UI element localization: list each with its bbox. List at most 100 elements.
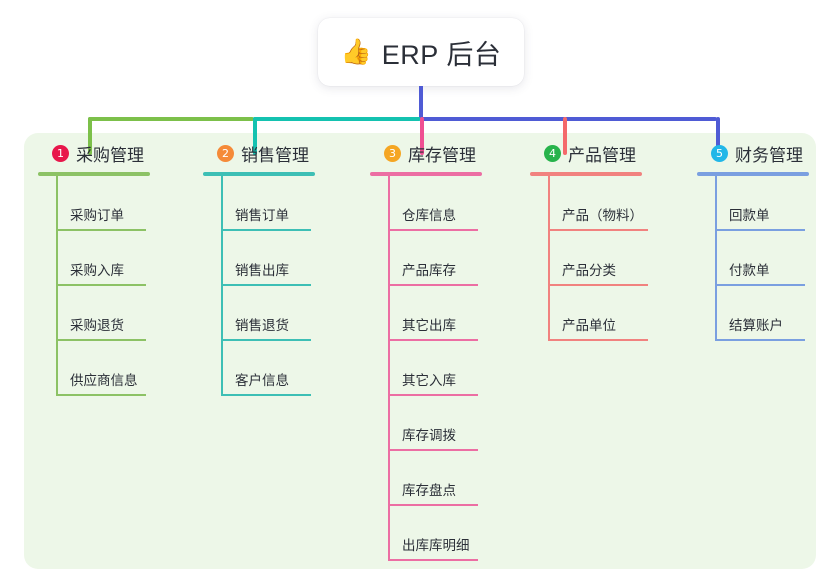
list-item-rule [550, 229, 648, 231]
column-title-purchase: 采购管理 [76, 145, 144, 165]
column-title-product: 产品管理 [568, 145, 636, 165]
column-items-purchase: 采购订单采购入库采购退货供应商信息 [38, 176, 150, 396]
list-item-rule [58, 339, 146, 341]
root-node-title: ERP 后台 [381, 39, 502, 70]
list-item[interactable]: 客户信息 [221, 341, 315, 396]
list-item-rule [390, 229, 478, 231]
column-badge-product: 4 [544, 144, 561, 162]
column-product: 4 产品管理产品（物料） 产品分类产品单位 [530, 140, 648, 341]
column-spine-inventory [388, 176, 390, 561]
root-node-card[interactable]: 👍 ERP 后台 [318, 18, 524, 86]
list-item-rule [390, 559, 478, 561]
list-item[interactable]: 采购退货 [56, 286, 150, 341]
column-spine-product [548, 176, 550, 341]
list-item-label: 回款单 [729, 208, 770, 223]
list-item-label: 采购入库 [70, 263, 124, 278]
list-item[interactable]: 出库库明细 [388, 506, 482, 561]
list-item[interactable]: 产品单位 [548, 286, 648, 341]
list-item-label: 销售出库 [235, 263, 289, 278]
list-item-label: 其它入库 [402, 373, 456, 388]
drop-inventory [420, 117, 424, 155]
list-item[interactable]: 产品（物料） [548, 176, 648, 231]
list-item[interactable]: 产品库存 [388, 231, 482, 286]
column-header-rule-sales [203, 172, 315, 176]
column-spine-purchase [56, 176, 58, 396]
list-item[interactable]: 销售出库 [221, 231, 315, 286]
column-badge-inventory: 3 [384, 144, 401, 162]
column-items-product: 产品（物料） 产品分类产品单位 [530, 176, 648, 341]
list-item-label: 结算账户 [729, 318, 783, 333]
drop-sales [253, 117, 257, 155]
column-badge-sales: 2 [217, 144, 234, 162]
list-item-label: 供应商信息 [70, 373, 138, 388]
column-purchase: 1 采购管理采购订单采购入库采购退货供应商信息 [38, 140, 150, 396]
list-item-rule [717, 284, 805, 286]
list-item[interactable]: 供应商信息 [56, 341, 150, 396]
list-item[interactable]: 仓库信息 [388, 176, 482, 231]
list-item-label: 产品单位 [562, 318, 616, 333]
list-item-rule [58, 284, 146, 286]
list-item-label: 其它出库 [402, 318, 456, 333]
list-item-rule [58, 394, 146, 396]
column-header-purchase[interactable]: 1 采购管理 [38, 140, 150, 166]
column-title-inventory: 库存管理 [408, 145, 476, 165]
list-item-label: 出库库明细 [402, 538, 470, 553]
segment-teal [253, 117, 421, 121]
list-item-rule [223, 284, 311, 286]
list-item-label: 采购退货 [70, 318, 124, 333]
column-badge-purchase: 1 [52, 144, 69, 162]
list-item-label: 库存调拨 [402, 428, 456, 443]
connector-stem [419, 86, 423, 119]
list-item[interactable]: 其它出库 [388, 286, 482, 341]
column-header-rule-finance [697, 172, 809, 176]
list-item[interactable]: 产品分类 [548, 231, 648, 286]
column-header-inventory[interactable]: 3 库存管理 [370, 140, 482, 166]
column-title-sales: 销售管理 [241, 145, 309, 165]
column-inventory: 3 库存管理仓库信息产品库存其它出库其它入库库存调拨库存盘点出库库明细 [370, 140, 482, 561]
list-item-rule [390, 449, 478, 451]
list-item-label: 产品库存 [402, 263, 456, 278]
list-item[interactable]: 销售订单 [221, 176, 315, 231]
column-spine-finance [715, 176, 717, 341]
list-item-label: 销售退货 [235, 318, 289, 333]
list-item-rule [223, 394, 311, 396]
column-title-finance: 财务管理 [735, 145, 803, 165]
list-item-label: 库存盘点 [402, 483, 456, 498]
list-item-rule [223, 339, 311, 341]
list-item-rule [717, 229, 805, 231]
list-item[interactable]: 结算账户 [715, 286, 809, 341]
column-items-finance: 回款单付款单结算账户 [697, 176, 809, 341]
list-item-rule [58, 229, 146, 231]
list-item[interactable]: 库存调拨 [388, 396, 482, 451]
list-item-rule [223, 229, 311, 231]
list-item-label: 销售订单 [235, 208, 289, 223]
column-header-rule-purchase [38, 172, 150, 176]
segment-green [88, 117, 254, 121]
list-item-label: 仓库信息 [402, 208, 456, 223]
column-header-rule-product [530, 172, 642, 176]
column-items-sales: 销售订单销售出库销售退货客户信息 [203, 176, 315, 396]
column-header-rule-inventory [370, 172, 482, 176]
list-item[interactable]: 销售退货 [221, 286, 315, 341]
list-item-label: 产品（物料） [562, 208, 643, 223]
list-item[interactable]: 其它入库 [388, 341, 482, 396]
list-item[interactable]: 采购入库 [56, 231, 150, 286]
drop-product [563, 117, 567, 155]
column-sales: 2 销售管理销售订单销售出库销售退货客户信息 [203, 140, 315, 396]
list-item-label: 付款单 [729, 263, 770, 278]
list-item[interactable]: 库存盘点 [388, 451, 482, 506]
segment-indigo [420, 117, 717, 121]
list-item-label: 客户信息 [235, 373, 289, 388]
list-item-rule [717, 339, 805, 341]
list-item-label: 产品分类 [562, 263, 616, 278]
list-item[interactable]: 付款单 [715, 231, 809, 286]
list-item[interactable]: 采购订单 [56, 176, 150, 231]
column-header-sales[interactable]: 2 销售管理 [203, 140, 315, 166]
list-item-rule [550, 339, 648, 341]
list-item-rule [390, 339, 478, 341]
thumbs-up-icon: 👍 [340, 37, 372, 66]
column-header-product[interactable]: 4 产品管理 [530, 140, 643, 166]
list-item[interactable]: 回款单 [715, 176, 809, 231]
